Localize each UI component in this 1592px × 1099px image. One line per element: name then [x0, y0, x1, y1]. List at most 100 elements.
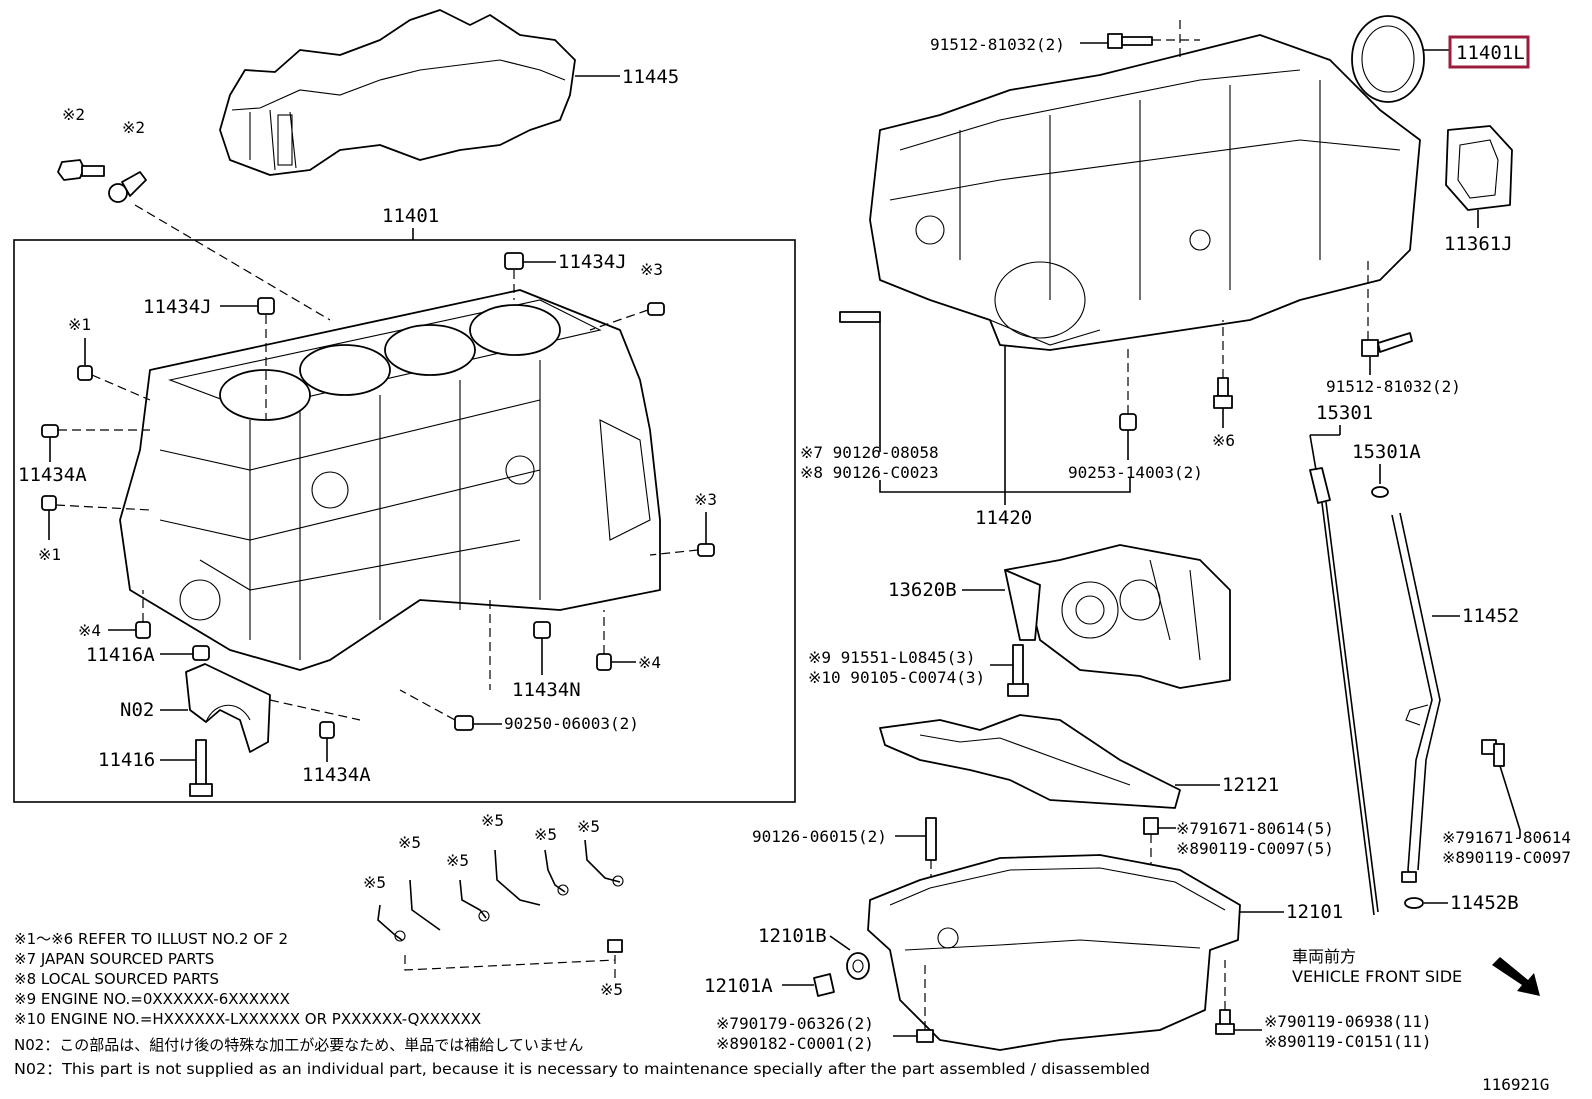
ref-4-right: ※4	[638, 653, 661, 672]
bolt-91512-top	[1107, 33, 1153, 49]
bolt-91512-right	[1361, 332, 1413, 357]
gasket-11361J	[1445, 125, 1513, 211]
ref-5-g: ※5	[600, 980, 623, 999]
ref-1-top: ※1	[68, 315, 91, 334]
label-11434N[interactable]: 11434N	[512, 679, 581, 701]
note-N02-en: N02：This part is not supplied as an indi…	[14, 1060, 1150, 1078]
note-N02-jp: N02：この部品は、組付け後の特殊な加工が必要なため、単品では補給していません	[14, 1036, 583, 1054]
crankcase-illustration	[869, 34, 1421, 351]
label-11416A[interactable]: 11416A	[86, 644, 155, 666]
note-ref-9: ※9 ENGINE NO.=0XXXXXX-6XXXXXX	[14, 990, 290, 1008]
oil-seal-11401L	[1351, 15, 1425, 103]
figure-id: 116921G	[1482, 1075, 1549, 1094]
ref-1-bottom: ※1	[38, 545, 61, 564]
label-11434A-left[interactable]: 11434A	[18, 464, 87, 486]
label-11434J-left[interactable]: 11434J	[143, 296, 212, 318]
bearing-cap-N02	[185, 663, 271, 753]
bolt-11416	[189, 739, 213, 797]
pin-ref4-left	[135, 621, 151, 639]
label-11401L[interactable]: 11401L	[1456, 42, 1525, 64]
label-15301A[interactable]: 15301A	[1352, 441, 1421, 463]
label-90126-08058[interactable]: ※7 90126-08058	[800, 443, 939, 462]
label-N02[interactable]: N02	[120, 699, 154, 721]
o-ring-15301A	[1371, 486, 1389, 498]
label-91671-80614-right[interactable]: ※791671-80614	[1442, 828, 1571, 847]
highlight-frame-11401L	[1448, 35, 1530, 69]
dowel-11434A-bottom	[319, 721, 335, 739]
gasket-12101B	[846, 952, 870, 980]
drain-plug-12101A	[813, 973, 835, 997]
label-11361J[interactable]: 11361J	[1444, 233, 1513, 255]
label-90179-06326[interactable]: ※790179-06326(2)	[716, 1014, 874, 1033]
oil-pan-illustration	[867, 854, 1241, 1051]
label-11401-group[interactable]: 11401	[382, 205, 439, 227]
label-90119-C0097-mid[interactable]: ※890119-C0097(5)	[1176, 839, 1334, 858]
label-91512-81032-right[interactable]: 91512-81032(2)	[1326, 377, 1461, 396]
bolt-91551	[1007, 644, 1029, 697]
label-11434A-bottom[interactable]: 11434A	[302, 764, 371, 786]
label-11452B[interactable]: 11452B	[1450, 892, 1519, 914]
label-90119-06938[interactable]: ※790119-06938(11)	[1264, 1012, 1432, 1031]
note-ref-7: ※7 JAPAN SOURCED PARTS	[14, 950, 214, 968]
engine-cover-illustration	[219, 9, 576, 176]
label-11434J-top[interactable]: 11434J	[558, 251, 627, 273]
note-ref-1-6: ※1～※6 REFER TO ILLUST NO.2 OF 2	[14, 930, 288, 948]
note-ref-10: ※10 ENGINE NO.=HXXXXXX-LXXXXXX OR PXXXXX…	[14, 1010, 481, 1028]
ref-5-e: ※5	[534, 825, 557, 844]
oil-jets-illustration	[377, 839, 624, 953]
ref-5-a: ※5	[363, 873, 386, 892]
dowel-11434J-left	[257, 297, 275, 315]
vehicle-front-arrow-icon	[1492, 957, 1540, 996]
label-90182-C0001[interactable]: ※890182-C0001(2)	[716, 1034, 874, 1053]
ref-5-b: ※5	[398, 833, 421, 852]
dowel-90250-06003	[454, 715, 474, 731]
label-90119-C0097-right[interactable]: ※890119-C0097	[1442, 848, 1571, 867]
label-11445[interactable]: 11445	[622, 66, 679, 88]
pin-ref4-right	[596, 653, 612, 671]
stud-90126-06015	[925, 817, 937, 861]
bolt-ref2-illustration	[57, 159, 147, 203]
label-91551-L0845[interactable]: ※9 91551-L0845(3)	[808, 648, 976, 667]
label-11416[interactable]: 11416	[98, 749, 155, 771]
vehicle-front-en: VEHICLE FRONT SIDE	[1292, 967, 1462, 986]
bolt-ref6	[1213, 377, 1233, 409]
bolt-91671-right	[1481, 739, 1505, 767]
label-12101B[interactable]: 12101B	[758, 925, 827, 947]
ref-3-top: ※3	[640, 260, 663, 279]
ref-6: ※6	[1212, 431, 1235, 450]
label-90126-C0023[interactable]: ※8 90126-C0023	[800, 463, 939, 482]
label-90105-C0074[interactable]: ※10 90105-C0074(3)	[808, 668, 985, 687]
dowel-11434J-top	[504, 252, 524, 270]
dipstick-15301	[1309, 467, 1379, 916]
dowel-11434N	[533, 621, 551, 639]
baffle-plate-illustration	[879, 714, 1181, 809]
ref-5-d: ※5	[481, 811, 504, 830]
vehicle-front-jp: 車両前方	[1292, 947, 1356, 966]
ref-2-bolt: ※2	[62, 105, 85, 124]
dowel-90253-14003	[1119, 413, 1137, 431]
dowel-11434A-left	[41, 424, 59, 438]
pin-ref1-top	[77, 365, 93, 381]
ref-5-f: ※5	[577, 817, 600, 836]
cylinder-block-illustration	[119, 289, 661, 671]
label-90126-06015[interactable]: 90126-06015(2)	[752, 827, 887, 846]
label-13620B[interactable]: 13620B	[888, 579, 957, 601]
label-11420[interactable]: 11420	[975, 507, 1032, 529]
label-12101[interactable]: 12101	[1286, 901, 1343, 923]
bolt-91671-mid	[1143, 817, 1159, 835]
pin-ref3-top	[647, 302, 665, 316]
label-11452[interactable]: 11452	[1462, 605, 1519, 627]
ref-2-washer: ※2	[122, 118, 145, 137]
label-12121[interactable]: 12121	[1222, 774, 1279, 796]
label-90119-C0151[interactable]: ※890119-C0151(11)	[1264, 1032, 1432, 1051]
label-91512-81032-top[interactable]: 91512-81032(2)	[930, 35, 1065, 54]
ref-3-right: ※3	[694, 490, 717, 509]
label-15301[interactable]: 15301	[1316, 402, 1373, 424]
label-90250-06003[interactable]: 90250-06003(2)	[504, 714, 639, 733]
dowel-11416A	[192, 645, 210, 661]
label-12101A[interactable]: 12101A	[704, 975, 773, 997]
label-90253-14003[interactable]: 90253-14003(2)	[1068, 463, 1203, 482]
oil-pump-illustration	[1004, 544, 1231, 689]
label-91671-80614-mid[interactable]: ※791671-80614(5)	[1176, 819, 1334, 838]
ref-4-left: ※4	[78, 621, 101, 640]
